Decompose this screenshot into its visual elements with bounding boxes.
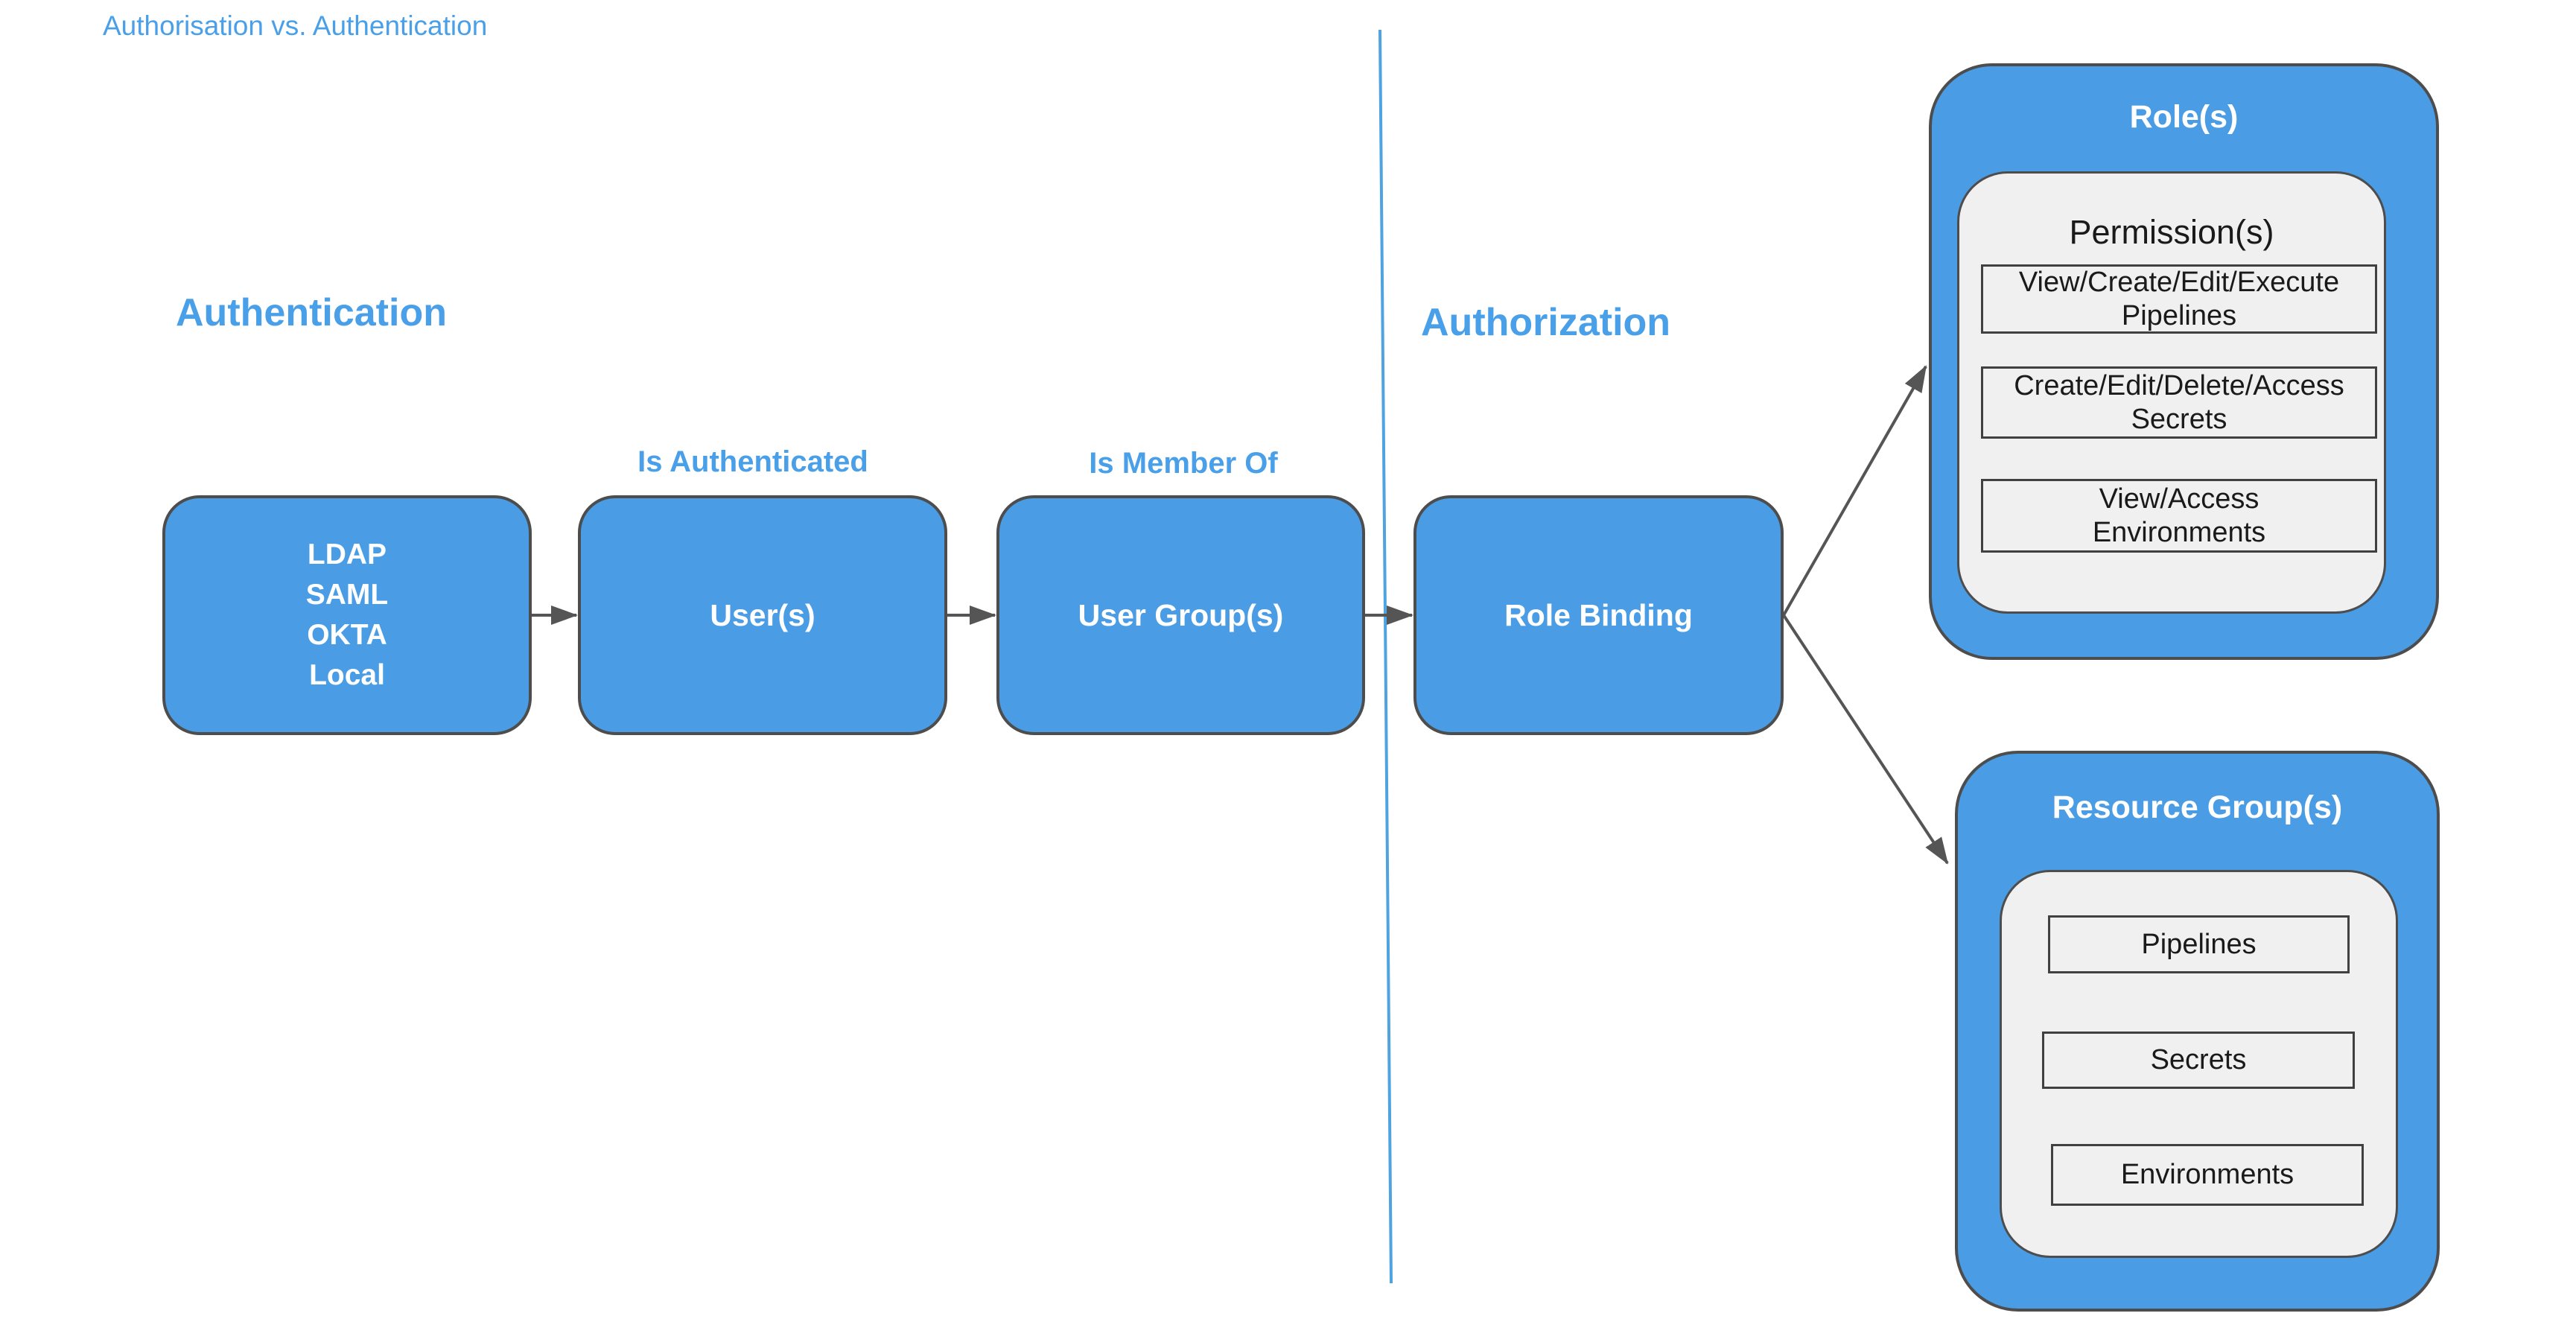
permissions-panel-heading: Permission(s) <box>2069 213 2274 251</box>
role-binding-node-label: Role Binding <box>1504 597 1693 632</box>
is-authenticated-edge-label: Is Authenticated <box>637 445 868 478</box>
role-binding-node: Role Binding <box>1413 495 1784 735</box>
idp-line-okta: OKTA <box>307 619 387 651</box>
resource-pipelines-label: Pipelines <box>2141 928 2257 960</box>
permission-box-pipelines: View/Create/Edit/Execute Pipelines <box>1981 264 2377 334</box>
authentication-section-heading: Authentication <box>176 291 447 334</box>
permission-environments-line1: View/Access <box>2099 483 2259 515</box>
binding-to-roles-arrow <box>1782 365 1927 616</box>
users-node-label: User(s) <box>710 597 815 632</box>
is-member-of-edge-label: Is Member Of <box>1089 447 1278 480</box>
idp-line-local: Local <box>309 658 385 691</box>
resource-box-secrets: Secrets <box>2042 1032 2355 1089</box>
resource-groups-container-title: Resource Group(s) <box>2052 789 2343 825</box>
idp-line-saml: SAML <box>305 579 389 611</box>
permission-pipelines-line1: View/Create/Edit/Execute <box>2018 266 2340 298</box>
resource-box-environments: Environments <box>2051 1144 2364 1206</box>
resource-environments-label: Environments <box>2120 1159 2294 1191</box>
idp-line-ldap: LDAP <box>307 538 387 571</box>
binding-to-resource-groups-arrow <box>1782 614 1949 865</box>
permission-pipelines-line2: Pipelines <box>2121 299 2237 331</box>
resource-secrets-label: Secrets <box>2150 1044 2247 1076</box>
permission-box-secrets: Create/Edit/Delete/Access Secrets <box>1981 366 2377 439</box>
resource-box-pipelines: Pipelines <box>2048 915 2350 973</box>
permission-box-environments: View/Access Environments <box>1981 479 2377 553</box>
identity-providers-node: LDAP SAML OKTA Local <box>162 495 532 735</box>
permission-secrets-line2: Secrets <box>2131 403 2227 435</box>
permission-secrets-line1: Create/Edit/Delete/Access <box>2014 369 2344 401</box>
roles-container-title: Role(s) <box>2129 99 2239 135</box>
authorization-section-heading: Authorization <box>1421 301 1671 344</box>
user-groups-node-label: User Group(s) <box>1078 597 1284 632</box>
section-divider-line <box>1378 29 1393 1284</box>
permission-environments-line2: Environments <box>2092 516 2266 548</box>
users-node: User(s) <box>578 495 947 735</box>
page-title: Authorisation vs. Authentication <box>103 10 488 41</box>
user-groups-node: User Group(s) <box>996 495 1365 735</box>
